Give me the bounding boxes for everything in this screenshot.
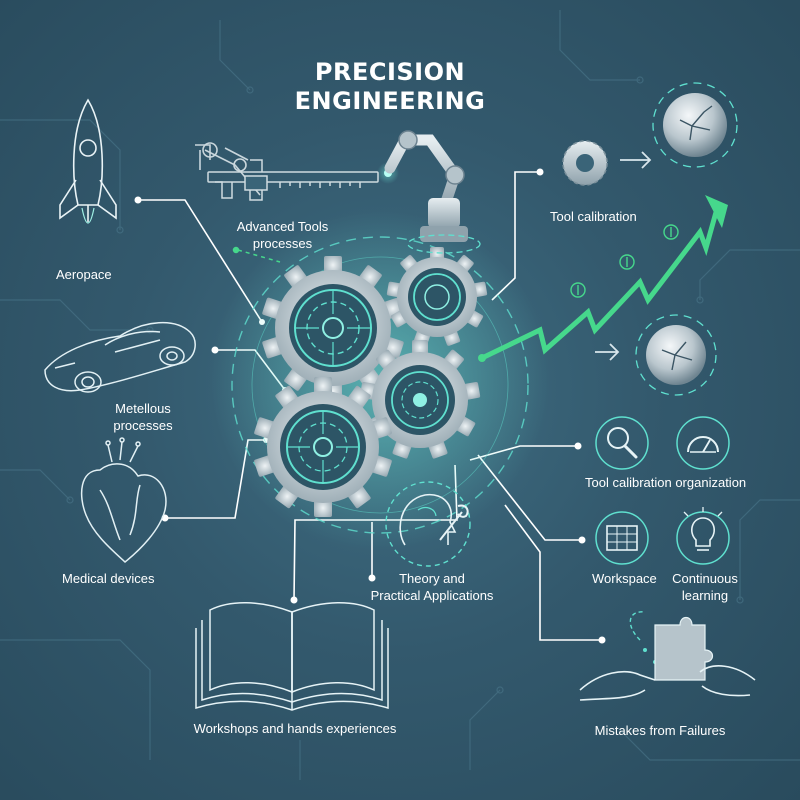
label-workspace: Workspace: [592, 571, 657, 586]
label-theory-line1: Theory and: [399, 571, 465, 586]
caliper-icon: [207, 159, 379, 201]
calibration-gear-icon: [562, 140, 608, 186]
cracked-sphere-icon-2: [635, 314, 717, 396]
magnifier-icon: [595, 416, 649, 470]
label-advanced-tools-line1: Advanced Tools: [236, 219, 329, 234]
label-meticulous-line2: processes: [113, 418, 173, 433]
label-workshops: Workshops and hands experiences: [193, 721, 397, 736]
gauge-icon: [676, 416, 730, 470]
rocket-icon: [59, 98, 117, 224]
arrow-right-icon: [620, 151, 652, 169]
robot-arm-icon: [195, 130, 481, 254]
title-line-2: ENGINEERING: [294, 87, 486, 115]
title-line-1: PRECISION: [314, 58, 466, 86]
lightbulb-icon: [676, 507, 730, 565]
circuit-background: [0, 10, 800, 780]
arrow-right-icon-2: [595, 343, 620, 361]
label-tool-calibration: Tool calibration: [550, 209, 637, 224]
label-theory-practical: Theory and Practical Applications: [352, 570, 512, 604]
gear-cluster-icon: [210, 210, 550, 550]
heart-icon: [80, 437, 167, 563]
label-mistakes-failures: Mistakes from Failures: [594, 723, 726, 738]
head-wrench-icon: [385, 481, 471, 567]
label-theory-line2: Practical Applications: [370, 588, 494, 603]
label-calibration-organization: Tool calibration organization: [585, 475, 747, 490]
label-continuous-learning: Continuous learning: [660, 570, 750, 604]
progress-indicator-icon: [232, 246, 281, 263]
cracked-sphere-icon: [652, 82, 738, 168]
schedule-grid-icon: [595, 511, 649, 565]
open-book-icon: [195, 602, 389, 711]
label-meticulous: Metellous processes: [88, 400, 198, 434]
label-medical-devices: Medical devices: [62, 571, 155, 586]
label-advanced-tools: Advanced Tools processes: [220, 218, 345, 252]
label-continuous-line2: learning: [681, 588, 729, 603]
puzzle-hands-icon: [579, 611, 756, 701]
label-advanced-tools-line2: processes: [252, 236, 313, 251]
label-meticulous-line1: Metellous: [115, 401, 171, 416]
growth-arrow-icon: [478, 195, 728, 362]
sports-car-icon: [44, 321, 196, 393]
label-continuous-line1: Continuous: [672, 571, 738, 586]
label-aerospace: Aeropace: [56, 267, 112, 282]
page-title: PRECISION ENGINEERING: [240, 58, 540, 116]
